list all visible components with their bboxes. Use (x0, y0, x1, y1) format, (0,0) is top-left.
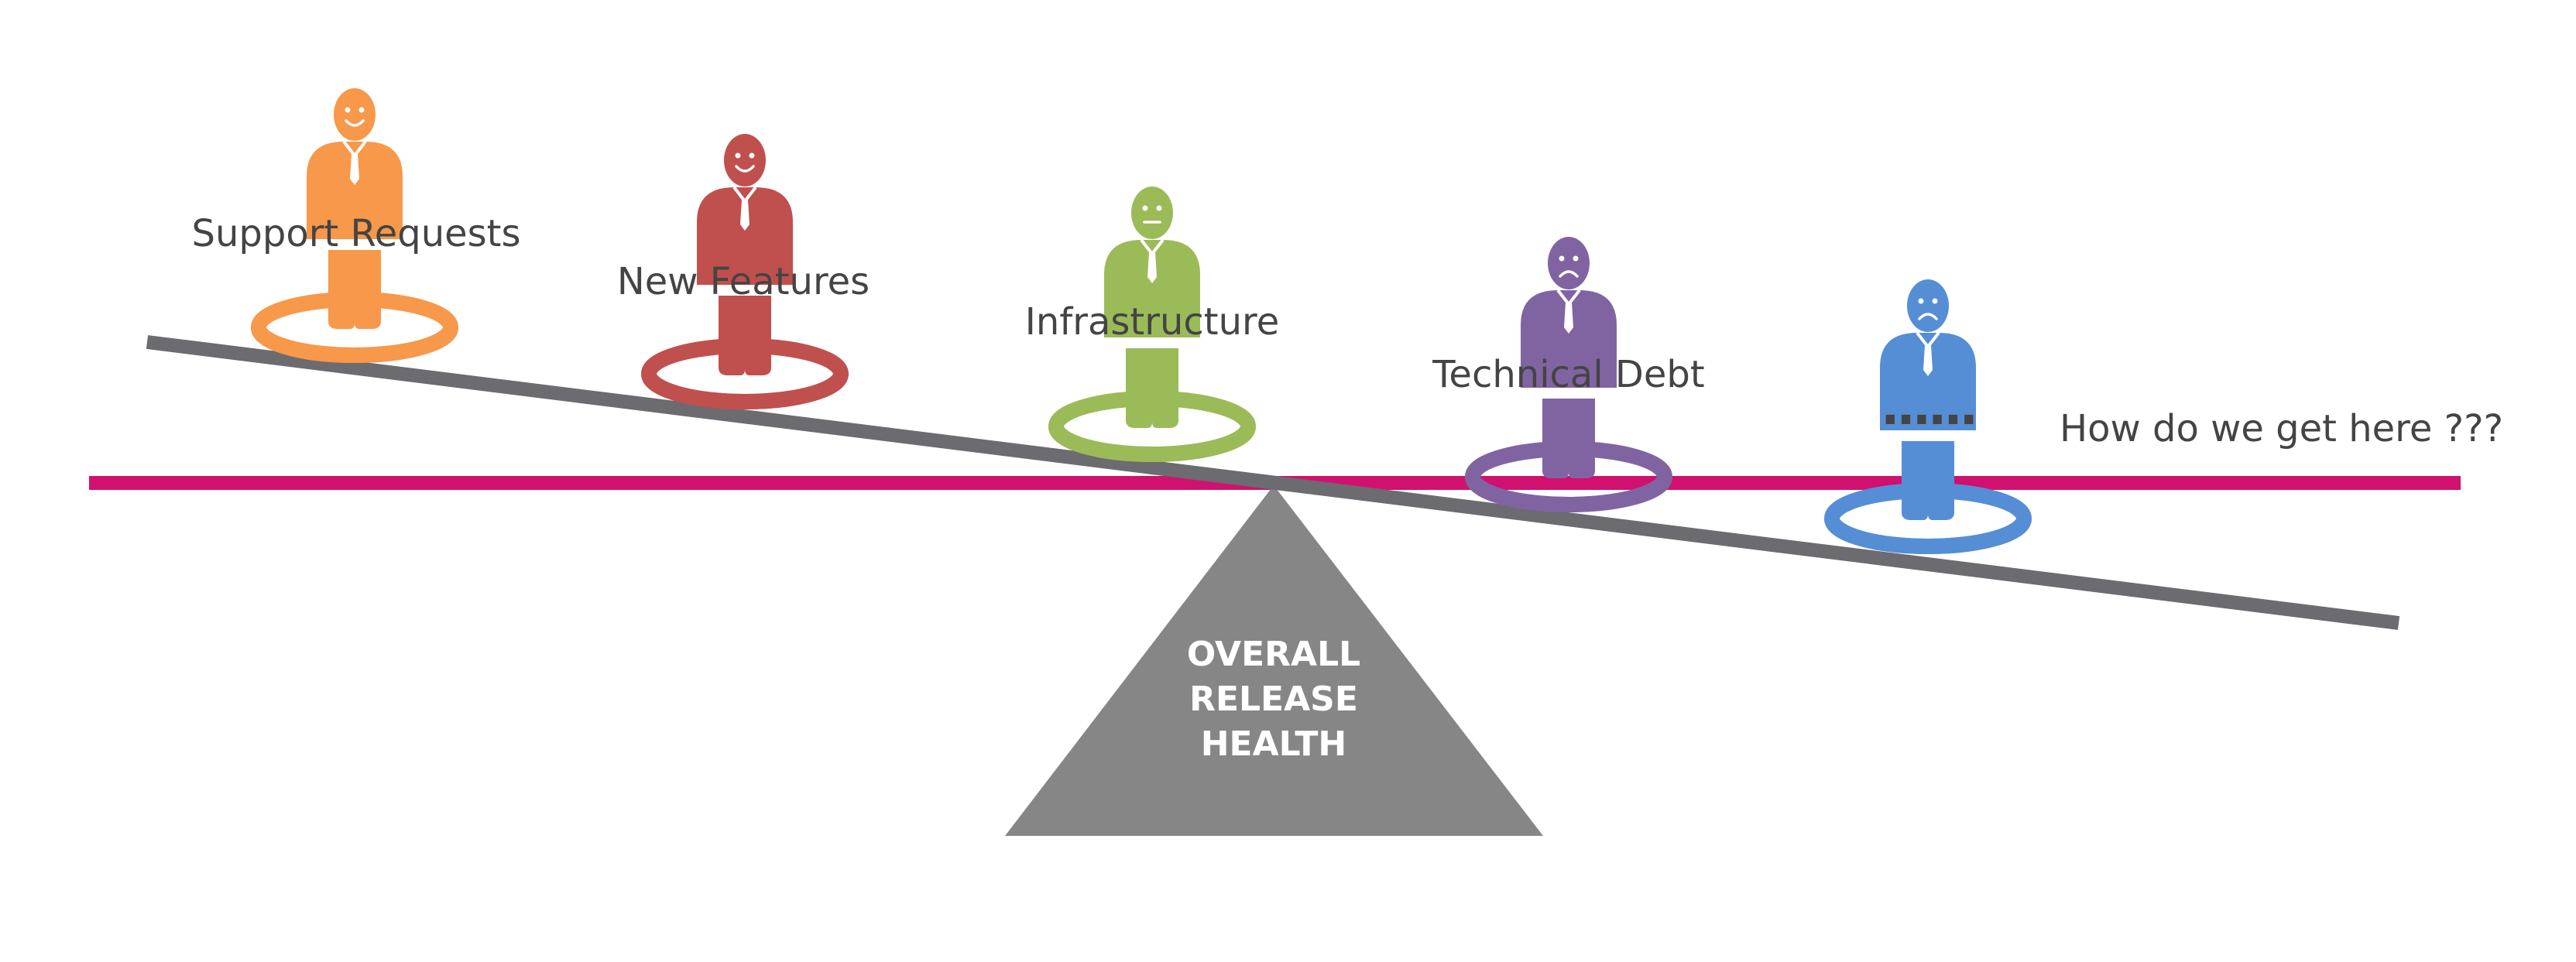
unknown-torso (1880, 333, 1976, 430)
infrastructure-head (1131, 187, 1173, 239)
infrastructure-label: Infrastructure (1025, 300, 1279, 344)
infrastructure-tie (1147, 252, 1157, 283)
unknown-legs (1902, 441, 1954, 520)
technical-debt-figure (1465, 237, 1672, 512)
technical-debt-eye-left (1559, 255, 1565, 262)
infrastructure-eye-left (1142, 205, 1148, 211)
support-requests-ring-front (251, 326, 458, 363)
infrastructure-torso (1104, 240, 1200, 337)
infrastructure-legs (1126, 348, 1178, 428)
new-features-torso (697, 187, 793, 285)
fulcrum-triangle (1005, 485, 1543, 836)
new-features-legs (719, 296, 771, 375)
infrastructure-ring-front (1048, 425, 1256, 462)
unknown-eye-right (1932, 298, 1938, 304)
infrastructure-eye-right (1156, 205, 1162, 211)
fulcrum-label-line-3: HEALTH (1201, 724, 1347, 764)
technical-debt-head (1548, 237, 1590, 289)
support-requests-legs (328, 250, 381, 329)
unknown-tie (1923, 345, 1933, 376)
new-features-ring-front (641, 372, 849, 409)
unknown-ring-front (1824, 517, 2032, 554)
technical-debt-ring-front (1465, 475, 1672, 512)
new-features-mouth-happy (735, 165, 755, 173)
support-requests-torso (307, 142, 403, 239)
support-requests-mouth-happy (345, 119, 365, 127)
support-requests-eye-left (345, 107, 351, 113)
goal-label: How do we get here ??? (2060, 407, 2503, 450)
new-features-label: New Features (617, 260, 870, 303)
support-requests-tie (350, 154, 359, 185)
technical-debt-torso (1521, 290, 1617, 388)
technical-debt-tie (1564, 303, 1573, 334)
new-features-eye-left (735, 152, 741, 159)
support-requests-head (334, 88, 376, 141)
fulcrum-label-line-1: OVERALL (1187, 635, 1360, 674)
unknown-head (1907, 279, 1949, 332)
technical-debt-label: Technical Debt (1432, 353, 1704, 396)
technical-debt-mouth-sad (1559, 270, 1579, 278)
figures-layer (251, 88, 2032, 554)
technical-debt-legs (1542, 399, 1595, 478)
support-requests-label: Support Requests (192, 212, 521, 255)
new-features-head (724, 134, 766, 187)
new-features-tie (740, 200, 749, 231)
support-requests-eye-right (358, 107, 365, 113)
infrastructure-figure (1048, 187, 1256, 462)
unknown-mouth-sad (1918, 313, 1938, 320)
new-features-figure (641, 134, 849, 409)
fulcrum-label-line-2: RELEASE (1189, 680, 1358, 719)
unknown-eye-left (1918, 298, 1924, 304)
new-features-eye-right (749, 152, 755, 159)
unknown-placeholder-dots: ...... (1881, 379, 1975, 436)
unknown-figure (1824, 279, 2032, 554)
seesaw-beam (146, 335, 2400, 630)
support-requests-figure (251, 88, 458, 363)
technical-debt-eye-right (1573, 255, 1579, 262)
